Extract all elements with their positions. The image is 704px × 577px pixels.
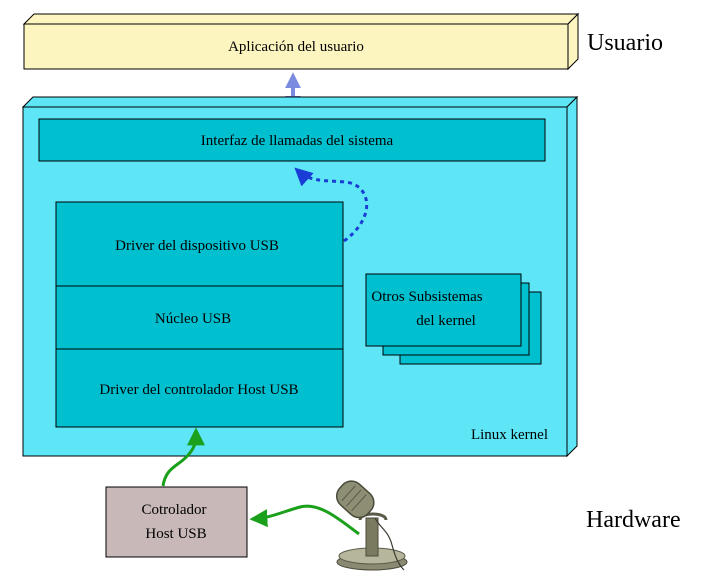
host-usb-controller-label-line1: Cotrolador xyxy=(142,502,207,518)
hardware-layer-label: Hardware xyxy=(586,507,681,533)
driver-to-syscall-arrow xyxy=(294,167,369,243)
controller-to-driver-arrow xyxy=(161,427,205,487)
user-application-label: Aplicación del usuario xyxy=(228,39,364,55)
device-to-controller-arrow xyxy=(249,504,360,536)
other-subsystems-box xyxy=(365,273,522,347)
syscall-interface-box xyxy=(38,118,546,162)
host-usb-controller-label-line2: Host USB xyxy=(145,526,206,542)
other-subsystems-label-line2: del kernel xyxy=(416,313,476,329)
user-application-box: Aplicación del usuario xyxy=(22,12,580,71)
usb-host-controller-driver-box xyxy=(55,348,344,428)
usb-device-driver-box xyxy=(55,201,344,287)
syscall-interface-label: Interfaz de llamadas del sistema xyxy=(201,133,394,149)
microphone-icon xyxy=(335,480,408,571)
usb-core-box xyxy=(55,285,344,350)
host-usb-controller-box xyxy=(105,486,248,558)
other-subsystems-label-line1: Otros Subsistemas xyxy=(371,289,482,305)
usb-stack: Driver del dispositivo USB Núcleo USB Dr… xyxy=(55,201,344,428)
usb-core-label: Núcleo USB xyxy=(155,311,231,327)
user-layer-label: Usuario xyxy=(587,30,663,56)
linux-kernel-label: Linux kernel xyxy=(471,427,548,443)
other-subsystems-stack: Otros Subsistemas del kernel xyxy=(365,273,542,365)
usb-device-driver-label: Driver del dispositivo USB xyxy=(115,238,279,254)
usb-host-controller-driver-label: Driver del controlador Host USB xyxy=(99,382,298,398)
